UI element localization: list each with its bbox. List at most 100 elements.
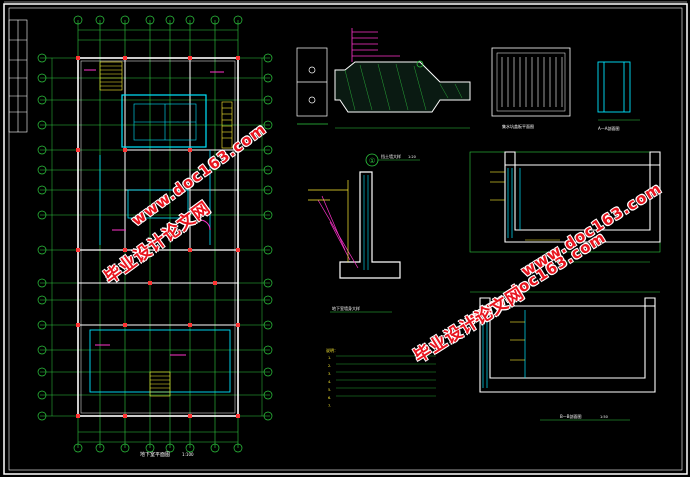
column xyxy=(236,414,240,418)
axis-bubbles xyxy=(37,15,273,453)
axis-bubble xyxy=(165,443,175,453)
section-scale: 1:50 xyxy=(600,415,608,419)
column xyxy=(188,148,192,152)
column xyxy=(123,414,127,418)
axis-bubble xyxy=(263,165,273,175)
detail-scale: 1:20 xyxy=(408,155,416,159)
plan-inner-court xyxy=(89,94,231,393)
axis-bubble xyxy=(37,185,47,195)
column xyxy=(76,414,80,418)
notes-rules xyxy=(336,355,436,397)
axis-bubble xyxy=(263,73,273,83)
column xyxy=(76,248,80,252)
note-line: 4. xyxy=(328,380,331,384)
plan-title: 地下室平面图 xyxy=(140,451,170,458)
note-line: 5. xyxy=(328,388,331,392)
axis-bubble xyxy=(165,15,175,25)
axis-bubble xyxy=(263,245,273,255)
axis-bubble xyxy=(37,390,47,400)
axis-bubble xyxy=(37,411,47,421)
axis-bubble xyxy=(37,95,47,105)
plan-columns xyxy=(76,56,240,418)
note-line: 7. xyxy=(328,404,331,408)
axis-bubble xyxy=(185,443,195,453)
axis-bubble xyxy=(263,145,273,155)
axis-bubble xyxy=(263,367,273,377)
column xyxy=(76,56,80,60)
column xyxy=(188,414,192,418)
column xyxy=(123,323,127,327)
axis-bubble xyxy=(263,320,273,330)
axis-bubble xyxy=(37,53,47,63)
column xyxy=(76,148,80,152)
slab-section xyxy=(334,28,471,129)
grate-section xyxy=(597,61,640,121)
axis-bubble xyxy=(95,443,105,453)
column xyxy=(123,148,127,152)
axis-bubble xyxy=(145,443,155,453)
axis-bubble xyxy=(37,245,47,255)
axis-bubble xyxy=(263,295,273,305)
axis-bubble xyxy=(185,15,195,25)
column xyxy=(188,56,192,60)
column xyxy=(236,323,240,327)
axis-bubble xyxy=(95,15,105,25)
axis-bubble xyxy=(233,443,243,453)
column xyxy=(188,248,192,252)
plan-stairs xyxy=(99,61,233,397)
legend-box xyxy=(296,47,328,125)
column xyxy=(236,56,240,60)
section-aa-title: A—A剖面图 xyxy=(598,125,619,131)
axis-bubble xyxy=(73,443,83,453)
section-b-b xyxy=(470,291,660,421)
column xyxy=(76,323,80,327)
column xyxy=(213,281,217,285)
axis-bubble xyxy=(37,73,47,83)
axis-bubble xyxy=(73,15,83,25)
axis-bubble xyxy=(120,15,130,25)
axis-bubble xyxy=(210,15,220,25)
floor-plan xyxy=(37,15,273,453)
notes-list: 1.2.3.4.5.6.7. xyxy=(328,356,331,408)
note-line: 1. xyxy=(328,356,331,360)
plan-dimensions xyxy=(51,29,263,443)
column xyxy=(236,148,240,152)
drawing-frame xyxy=(3,1,688,475)
axis-bubble xyxy=(37,210,47,220)
column xyxy=(123,248,127,252)
note-line: 6. xyxy=(328,396,331,400)
detail-title: 挡土墙大样 xyxy=(381,153,401,159)
axis-bubble xyxy=(263,120,273,130)
axis-bubble xyxy=(263,185,273,195)
column xyxy=(148,281,152,285)
retaining-wall-detail xyxy=(308,153,420,313)
grate-plan-title: 集水坑盖板平面图 xyxy=(502,123,534,129)
section-bb-title: B—B剖面图 xyxy=(560,413,582,419)
column xyxy=(236,248,240,252)
axis-bubble xyxy=(37,165,47,175)
axis-bubble xyxy=(37,120,47,130)
axis-bubble xyxy=(37,367,47,377)
axis-bubble xyxy=(263,278,273,288)
axis-bubble xyxy=(263,53,273,63)
column xyxy=(123,56,127,60)
drawing-labels: 地下室平面图 1:100 集水坑盖板平面图 A—A剖面图 挡土墙大样 1:20 … xyxy=(140,123,619,458)
axis-bubble xyxy=(145,15,155,25)
plan-walls xyxy=(77,57,239,417)
axis-bubble xyxy=(37,295,47,305)
axis-bubble xyxy=(263,345,273,355)
axis-bubble xyxy=(233,15,243,25)
axis-bubble xyxy=(37,145,47,155)
note-line: 2. xyxy=(328,364,331,368)
section-a-a xyxy=(469,151,661,263)
axis-bubble xyxy=(263,390,273,400)
axis-bubble xyxy=(37,278,47,288)
axis-bubble xyxy=(37,320,47,330)
wall-section-title: 地下室墙身大样 xyxy=(332,305,360,311)
plan-openings xyxy=(84,69,224,356)
axis-bubble xyxy=(263,95,273,105)
axis-bubble xyxy=(120,443,130,453)
title-block-strip xyxy=(8,19,28,133)
